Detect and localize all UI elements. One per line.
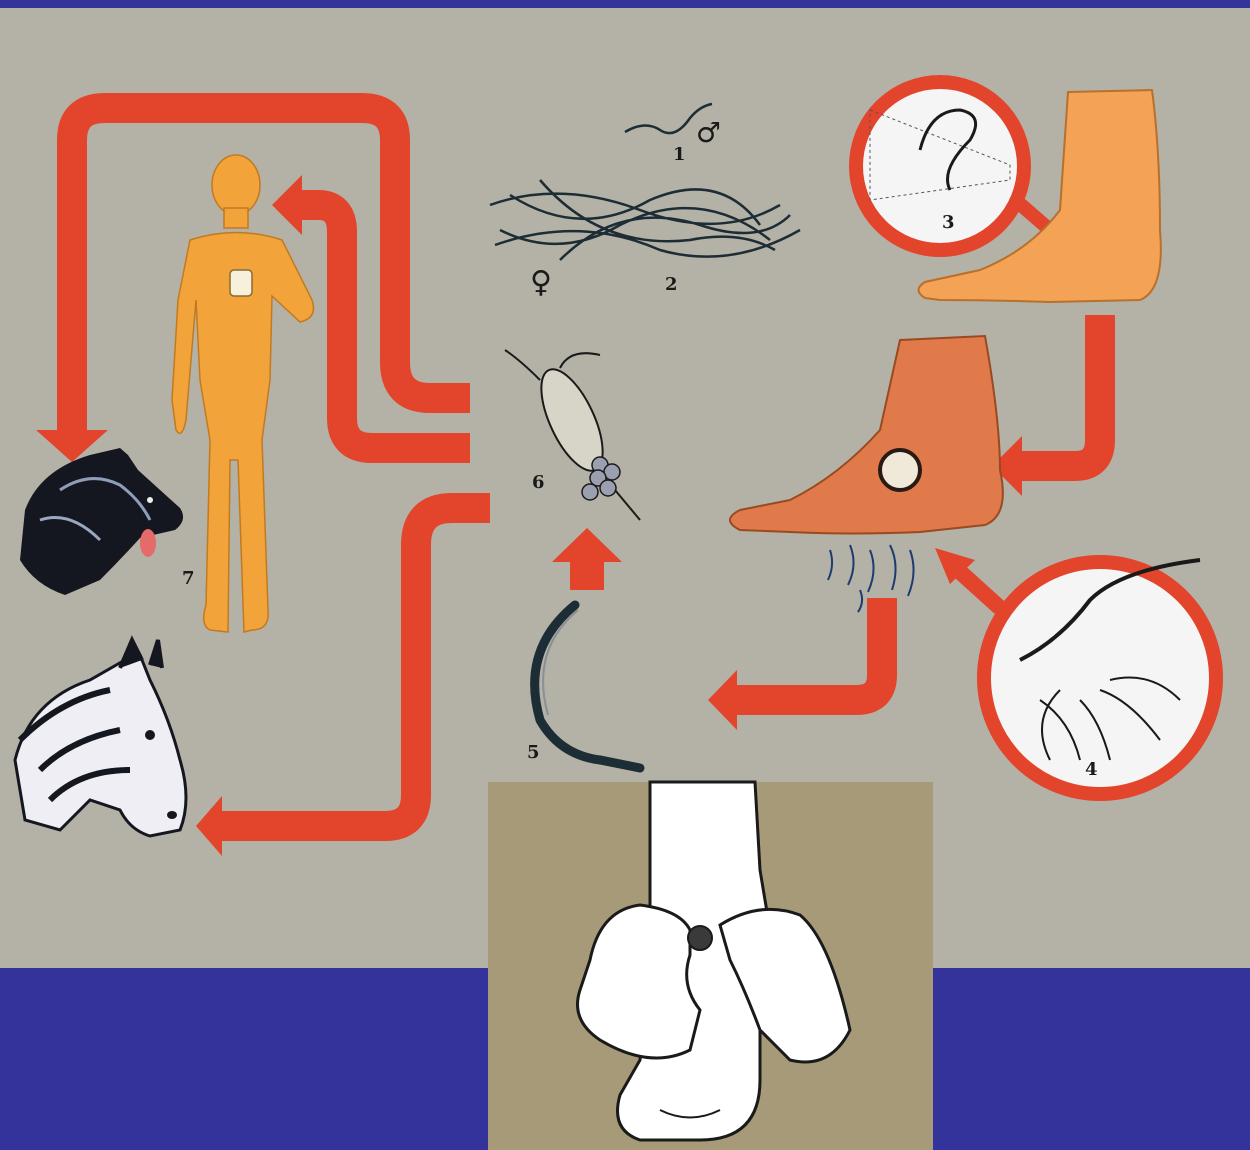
label-7: 7 [182,568,195,589]
label-male: ♂ [696,116,721,149]
label-female: ♀ [530,265,552,300]
label-1: 1 [673,144,686,165]
extraction-inset [488,782,933,1150]
magnifier-3 [856,82,1024,250]
label-4: 4 [1085,759,1098,780]
magnifier-4 [984,560,1216,794]
label-3: 3 [942,212,955,233]
label-5: 5 [527,742,540,763]
label-2: 2 [665,274,678,295]
ulcer [880,450,920,490]
label-6: 6 [532,472,545,493]
magnifier-icon [856,82,1024,250]
